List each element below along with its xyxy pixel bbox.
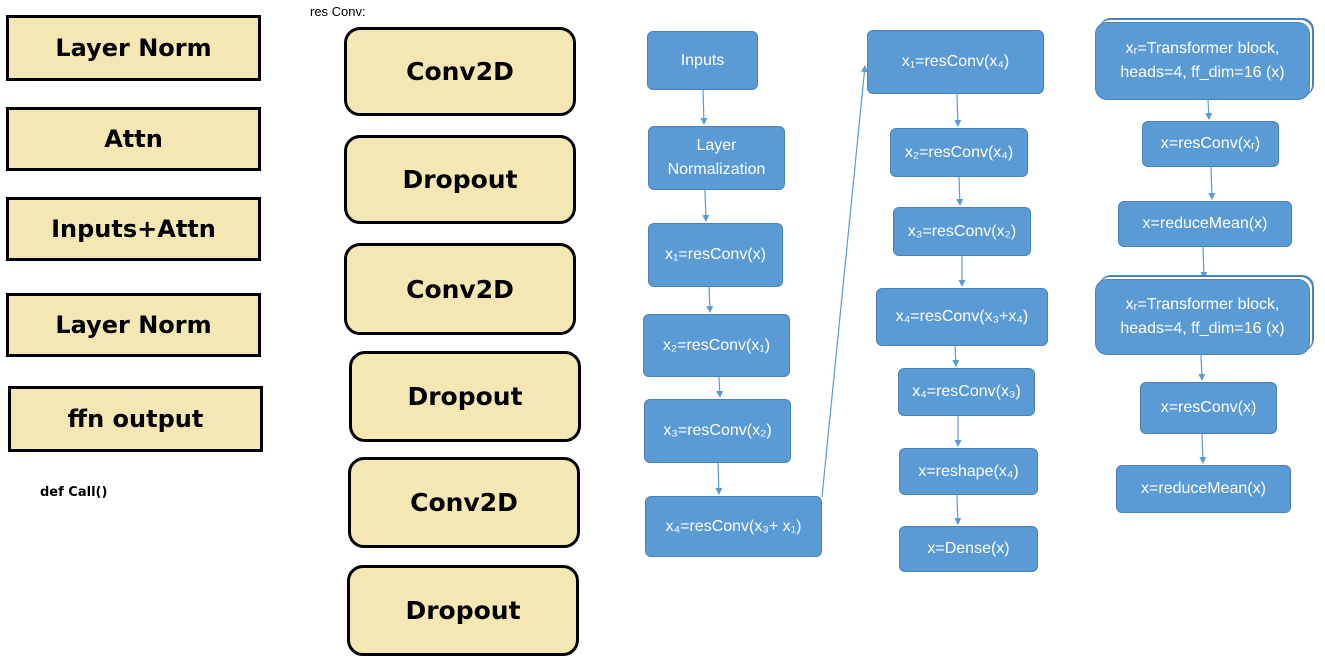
res-conv2d-1-block: Conv2D	[344, 27, 576, 116]
flow-x4-sum-node: x₄=resConv(x₃+x₄)	[876, 288, 1048, 346]
arrow	[821, 65, 868, 498]
arrow	[700, 89, 708, 125]
arrow	[952, 345, 960, 367]
block-label: Dropout	[402, 165, 518, 194]
node-text: x=reshape(x₄)	[918, 462, 1019, 480]
node-text: x₃=resConv(x₂)	[907, 222, 1017, 240]
node-text: Normalization	[667, 161, 766, 178]
flow-resconv-x-node: x=resConv(x)	[1140, 382, 1277, 434]
res-dropout-1-block: Dropout	[344, 135, 576, 224]
node-text: x=Dense(x)	[927, 540, 1010, 557]
node-text: x₃=resConv(x₂)	[663, 422, 772, 439]
res-conv-caption: res Conv:	[310, 4, 366, 19]
node-text: Inputs	[680, 51, 725, 69]
node-text: xᵣ=Transformer block,	[1125, 40, 1280, 57]
node-text: x₂=resConv(x₄)	[904, 143, 1014, 161]
arrow	[1205, 99, 1213, 120]
block-label: Dropout	[407, 382, 523, 411]
call-layer-norm-2-block: Layer Norm	[6, 293, 261, 357]
arrow	[706, 286, 714, 313]
flow-reducemean-2-node: x=reduceMean(x)	[1116, 465, 1291, 513]
arrow	[956, 176, 964, 206]
node-text: Layer	[696, 137, 737, 154]
flow-resconv-xr-node: x=resConv(xᵣ)	[1142, 121, 1279, 167]
res-conv2d-2-block: Conv2D	[344, 243, 576, 335]
block-label: Inputs+Attn	[51, 215, 216, 243]
flow-x3-node: x₃=resConv(x₂)	[644, 399, 791, 463]
res-dropout-3-block: Dropout	[347, 565, 579, 656]
block-label: Dropout	[405, 596, 521, 625]
arrow	[1198, 354, 1206, 381]
block-label: ffn output	[67, 405, 204, 433]
arrow	[1208, 166, 1216, 200]
flow-x4-rescv-node: x₄=resConv(x₃)	[898, 368, 1035, 416]
block-label: Conv2D	[410, 488, 518, 517]
block-label: Layer Norm	[55, 34, 212, 62]
block-label: Layer Norm	[55, 311, 212, 339]
node-text: x₁=resConv(x₄)	[901, 53, 1010, 70]
call-layer-norm-1-block: Layer Norm	[6, 15, 261, 81]
def-call-caption: def Call()	[40, 485, 108, 500]
flow-x4-node: x₄=resConv(x₃+ x₁)	[645, 496, 822, 557]
arrow	[702, 189, 710, 222]
node-text: x₄=resConv(x₃+x₄)	[895, 308, 1029, 325]
node-text: x=reduceMean(x)	[1142, 215, 1268, 232]
arrow	[715, 462, 723, 495]
node-text: x=resConv(x)	[1160, 399, 1257, 416]
node-text: x=resConv(xᵣ)	[1160, 135, 1261, 152]
call-inputs-attn-block: Inputs+Attn	[6, 197, 261, 261]
arrow	[716, 376, 724, 398]
node-text: x₁=resConv(x)	[665, 246, 766, 263]
flow-x3-rescv-node: x₃=resConv(x₂)	[893, 207, 1031, 256]
node-text: heads=4, ff_dim=16 (x)	[1120, 64, 1285, 81]
arrow	[1199, 433, 1207, 464]
node-text: x₄=resConv(x₃)	[912, 383, 1021, 400]
call-attn-block: Attn	[6, 107, 261, 171]
block-label: Attn	[104, 125, 163, 153]
node-text: xᵣ=Transformer block,	[1125, 296, 1280, 313]
flow-transformer-block-1-node: xᵣ=Transformer block, heads=4, ff_dim=16 …	[1095, 22, 1310, 100]
node-text: x₄=resConv(x₃+ x₁)	[665, 517, 802, 535]
flow-x1-rescv-node: x₁=resConv(x₄)	[867, 30, 1044, 94]
flow-reshape-node: x=reshape(x₄)	[899, 448, 1038, 495]
node-text: x₂=resConv(x₁)	[662, 336, 771, 354]
flow-x2-rescv-node: x₂=resConv(x₄)	[890, 128, 1028, 177]
call-ffn-output-block: ffn output	[8, 386, 263, 452]
flow-reducemean-1-node: x=reduceMean(x)	[1118, 201, 1292, 247]
node-text: heads=4, ff_dim=16 (x)	[1120, 320, 1285, 337]
arrow	[954, 93, 962, 127]
res-dropout-2-block: Dropout	[349, 351, 581, 442]
res-conv2d-3-block: Conv2D	[348, 457, 580, 548]
node-text: x=reduceMean(x)	[1141, 480, 1266, 497]
flow-transformer-block-2-node: xᵣ=Transformer block, heads=4, ff_dim=16 …	[1095, 279, 1310, 355]
flow-dense-node: x=Dense(x)	[899, 526, 1038, 572]
flow-x1-node: x₁=resConv(x)	[648, 223, 783, 287]
flow-inputs-node: Inputs	[647, 31, 758, 90]
block-label: Conv2D	[406, 274, 514, 304]
block-label: Conv2D	[406, 57, 514, 86]
arrow	[1200, 246, 1208, 279]
flow-x2-node: x₂=resConv(x₁)	[643, 314, 790, 377]
arrow	[954, 494, 962, 525]
